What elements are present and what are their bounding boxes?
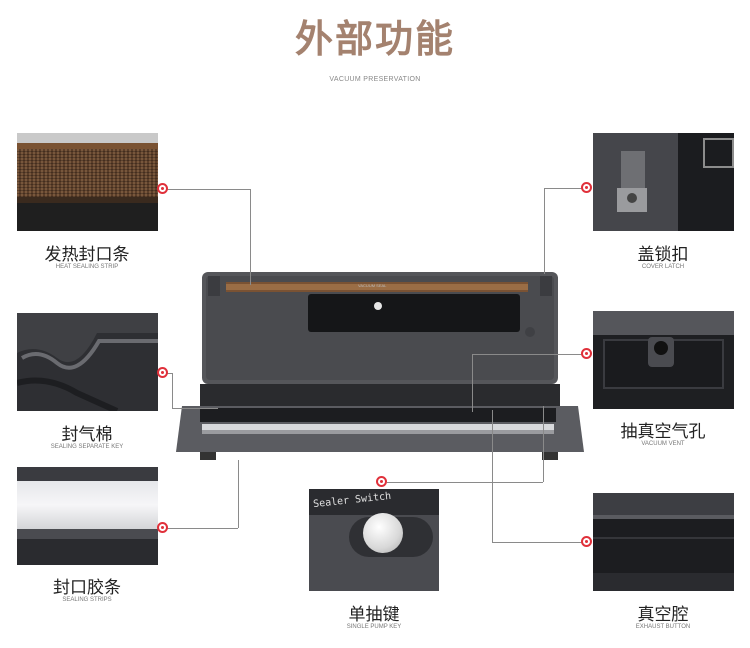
cover-latch-photo xyxy=(593,133,734,231)
callout-dot-sealing-key xyxy=(157,367,168,378)
callout-dot-sealing-strips xyxy=(157,522,168,533)
sealing-strips-photo xyxy=(17,467,158,565)
callout-dot-vacuum-vent xyxy=(581,348,592,359)
page-subtitle: VACUUM PRESERVATION xyxy=(329,76,421,83)
vacuum-chamber-photo xyxy=(593,493,734,591)
single-pump-key-en: SINGLE PUMP KEY xyxy=(346,624,402,630)
heat-sealing-strip-photo xyxy=(17,133,158,231)
sealing-separate-key-label: 封气棉 xyxy=(61,425,113,445)
callout-dot-single-pump xyxy=(376,476,387,487)
sealing-strips-label: 封口胶条 xyxy=(53,578,121,598)
cover-latch-en: COVER LATCH xyxy=(641,264,685,270)
vacuum-vent-photo xyxy=(593,311,734,409)
sealing-strips-en: SEALING STRIPS xyxy=(62,597,112,603)
vacuum-chamber-en: EXHAUST BUTTON xyxy=(635,624,691,630)
vacuum-sealer-device xyxy=(176,272,584,460)
single-pump-key-label: 单抽键 xyxy=(348,605,400,625)
callout-dot-vacuum-chamber xyxy=(581,536,592,547)
vacuum-chamber-label: 真空腔 xyxy=(637,605,689,625)
callout-dot-cover-latch xyxy=(581,182,592,193)
vacuum-vent-en: VACUUM VENT xyxy=(641,441,685,447)
vacuum-vent-label: 抽真空气孔 xyxy=(620,422,706,442)
single-pump-key-photo: Sealer Switch xyxy=(309,489,439,591)
sealing-key-shape xyxy=(17,333,158,411)
single-pump-button-icon xyxy=(363,513,403,553)
callout-dot-heat-strip xyxy=(157,183,168,194)
heat-sealing-strip-label: 发热封口条 xyxy=(44,245,130,265)
heat-sealing-strip-en: HEAT SEALING STRIP xyxy=(55,264,119,270)
page-title: 外部功能 xyxy=(294,17,455,61)
cover-latch-label: 盖锁扣 xyxy=(637,245,689,265)
sealing-separate-key-photo xyxy=(17,313,158,411)
lid-brand-plate: VACUUM SEAL xyxy=(358,283,387,288)
sealing-separate-key-en: SEALING SEPARATE KEY xyxy=(50,444,124,450)
